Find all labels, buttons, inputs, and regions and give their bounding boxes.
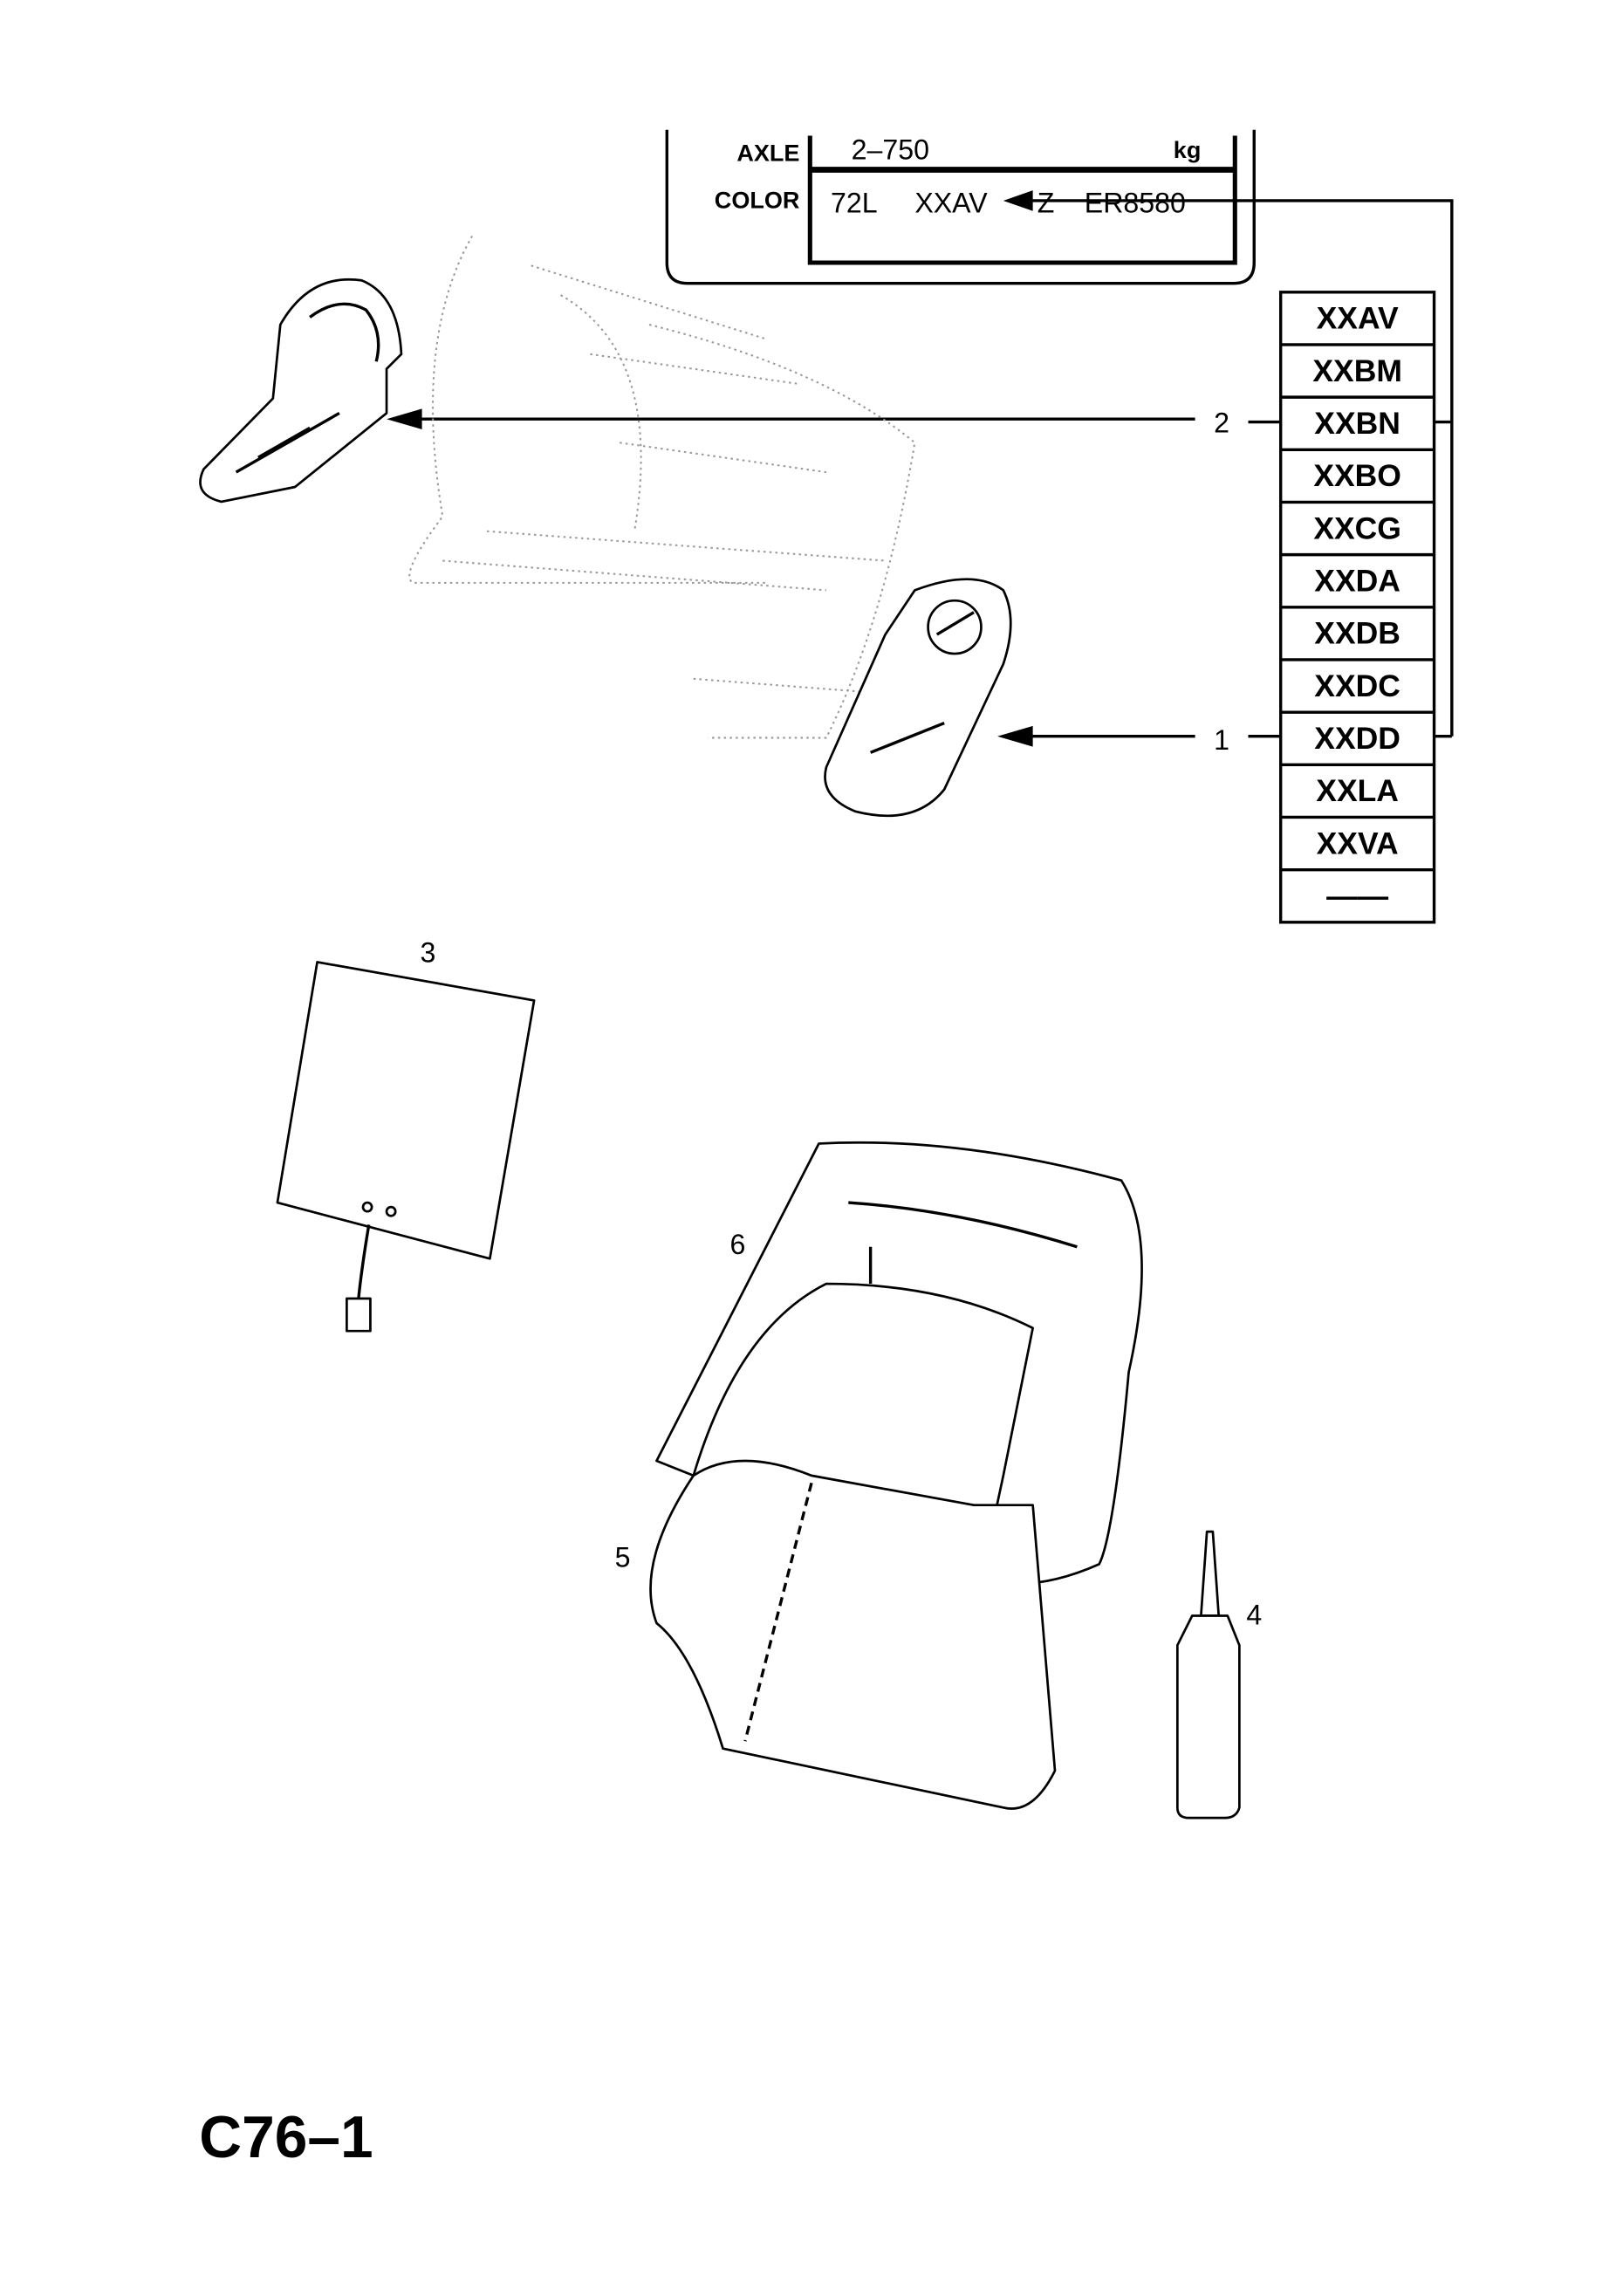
callout-5: 5 bbox=[615, 1542, 631, 1573]
seat-outline-ghost bbox=[408, 236, 916, 739]
axle-value: 2–750 bbox=[852, 134, 929, 166]
trim-code-cell: XXDA bbox=[1314, 564, 1400, 599]
callout-3: 3 bbox=[420, 936, 435, 968]
part-5-6-backrest-cover bbox=[649, 1141, 1143, 1810]
leader-line-color bbox=[1017, 199, 1454, 737]
color-extra: ER8580 bbox=[1085, 187, 1186, 218]
color-suffix: Z bbox=[1037, 187, 1055, 218]
trim-code-cell: XXLA bbox=[1316, 773, 1399, 808]
trim-code-cell: —— bbox=[1326, 879, 1389, 914]
vehicle-label-plate: AXLE 2–750 kg COLOR 72L XXAV Z ER8580 bbox=[665, 129, 1256, 285]
color-label: COLOR bbox=[715, 187, 800, 213]
part-2-seat-trim-cover bbox=[199, 278, 403, 504]
trim-code-cell: XXAV bbox=[1317, 301, 1399, 336]
part-1-recliner-cover bbox=[824, 578, 1012, 818]
axle-label: AXLE bbox=[736, 140, 799, 166]
trim-code-cell: XXBN bbox=[1314, 406, 1400, 441]
axle-unit: kg bbox=[1174, 137, 1202, 163]
trim-code-cell: XXBM bbox=[1312, 353, 1402, 388]
color-code: 72L bbox=[831, 187, 878, 218]
callout-2: 2 bbox=[1214, 407, 1229, 438]
callout-6: 6 bbox=[730, 1229, 746, 1260]
part-3-heating-element bbox=[276, 961, 536, 1333]
color-trim: XXAV bbox=[914, 187, 988, 218]
part-4-adhesive-bottle bbox=[1175, 1530, 1241, 1820]
trim-code-table: XXAV XXBM XXBN XXBO XXCG XXDA XXDB XXDC XXDD XXLA… bbox=[1279, 291, 1436, 924]
trim-code-cell: XXDB bbox=[1314, 616, 1400, 651]
trim-code-cell: XXVA bbox=[1317, 826, 1399, 860]
arrow-head bbox=[1003, 190, 1033, 211]
trim-code-cell: XXDC bbox=[1314, 668, 1400, 703]
trim-code-cell: XXDD bbox=[1314, 721, 1400, 756]
trim-code-cell: XXBO bbox=[1313, 458, 1401, 493]
page-code: C76–1 bbox=[199, 2105, 373, 2170]
trim-code-cell: XXCG bbox=[1313, 511, 1401, 545]
callout-4: 4 bbox=[1246, 1600, 1262, 1631]
callout-1: 1 bbox=[1214, 724, 1229, 756]
